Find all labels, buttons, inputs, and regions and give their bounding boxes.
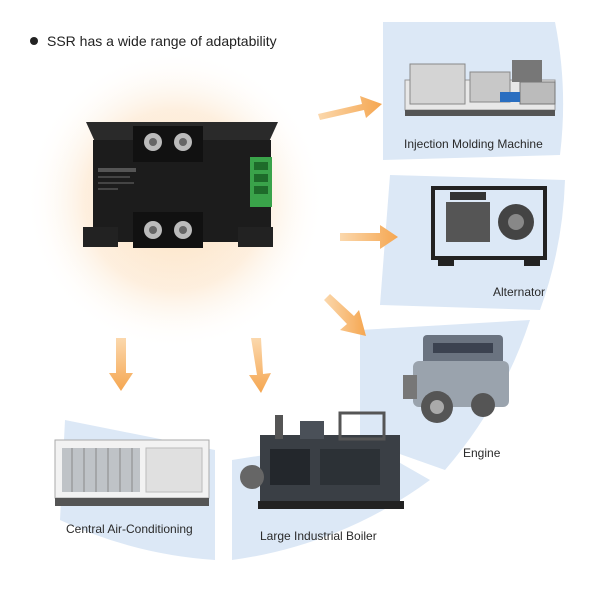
bullet-icon: [30, 37, 38, 45]
engine-icon: [403, 335, 509, 423]
arrow-to-boiler: [249, 338, 271, 393]
arrow-to-injection: [318, 96, 382, 120]
label-engine: Engine: [463, 446, 501, 460]
label-alternator: Alternator: [493, 285, 546, 299]
label-air-conditioning: Central Air-Conditioning: [66, 522, 193, 536]
industrial-boiler-icon: [240, 411, 404, 509]
headline-text: SSR has a wide range of adaptability: [47, 33, 277, 49]
label-industrial-boiler: Large Industrial Boiler: [260, 529, 377, 543]
label-injection-molding: Injection Molding Machine: [404, 137, 543, 151]
solid-state-relay-image: [83, 122, 278, 248]
arrow-to-engine: [324, 294, 366, 336]
injection-molding-machine-icon: [404, 60, 556, 116]
alternator-icon: [431, 186, 547, 266]
arrow-to-aircon: [109, 338, 133, 391]
headline: SSR has a wide range of adaptability: [30, 33, 277, 49]
arrow-to-alternator: [340, 225, 398, 249]
air-conditioning-unit-icon: [54, 439, 210, 506]
